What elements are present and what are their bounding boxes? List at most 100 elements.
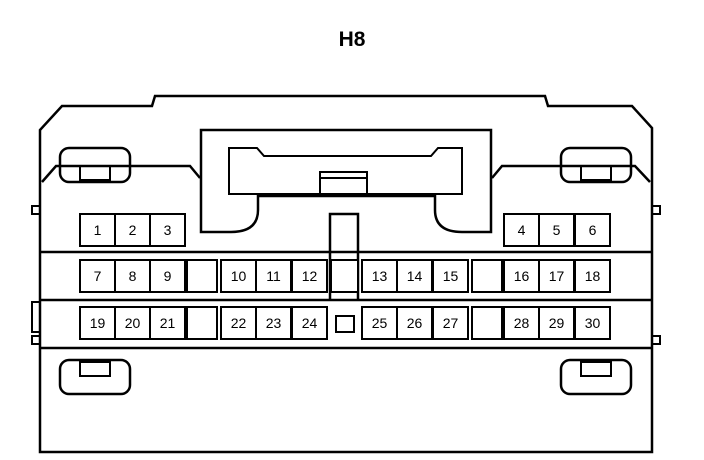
pin-number: 4 bbox=[518, 222, 526, 238]
pin-cavity: 25 bbox=[361, 306, 398, 340]
pin-cavity: 10 bbox=[220, 259, 257, 293]
pin-number: 27 bbox=[443, 315, 459, 331]
blank-cavity bbox=[186, 306, 218, 340]
pin-number: 16 bbox=[514, 268, 530, 284]
left-small-tab-top bbox=[31, 205, 41, 215]
pin-number: 28 bbox=[514, 315, 530, 331]
pin-number: 14 bbox=[407, 268, 423, 284]
left-shoulder bbox=[41, 164, 201, 183]
left-side-tab bbox=[31, 301, 41, 333]
pin-number: 24 bbox=[302, 315, 318, 331]
top-latch-outer bbox=[199, 128, 493, 234]
pin-number: 9 bbox=[164, 268, 172, 284]
pin-cavity: 17 bbox=[538, 259, 575, 293]
pin-cavity: 16 bbox=[503, 259, 540, 293]
pin-cavity: 19 bbox=[79, 306, 116, 340]
right-small-tab-top bbox=[651, 205, 661, 215]
top-latch-inner bbox=[228, 147, 463, 195]
pin-number: 12 bbox=[302, 268, 318, 284]
pin-cavity: 9 bbox=[149, 259, 186, 293]
pin-cavity: 23 bbox=[255, 306, 292, 340]
pin-cavity: 5 bbox=[538, 213, 575, 247]
pin-number: 17 bbox=[549, 268, 565, 284]
pin-number: 23 bbox=[266, 315, 282, 331]
pin-cell bbox=[538, 306, 575, 340]
pin-cavity: 21 bbox=[149, 306, 186, 340]
corner-clip-top-right bbox=[559, 146, 633, 184]
pin-cell bbox=[503, 259, 540, 293]
pin-cell bbox=[574, 213, 611, 247]
pin-cell bbox=[291, 259, 328, 293]
pin-number: 22 bbox=[231, 315, 247, 331]
corner-clip-bottom-left bbox=[58, 358, 132, 396]
blank-cavity bbox=[471, 259, 503, 293]
pin-cavity: 27 bbox=[432, 306, 469, 340]
pin-cell bbox=[114, 306, 151, 340]
pin-number: 8 bbox=[129, 268, 137, 284]
pin-number: 3 bbox=[164, 222, 172, 238]
pin-cavity: 11 bbox=[255, 259, 292, 293]
pin-cavity: 24 bbox=[291, 306, 328, 340]
pin-cell bbox=[432, 259, 469, 293]
pin-cavity: 2 bbox=[114, 213, 151, 247]
pin-cavity: 15 bbox=[432, 259, 469, 293]
pin-number: 25 bbox=[372, 315, 388, 331]
pin-cavity: 22 bbox=[220, 306, 257, 340]
housing-outline bbox=[38, 94, 654, 454]
pin-cell bbox=[79, 306, 116, 340]
right-shoulder bbox=[491, 164, 651, 183]
right-small-tab-bottom bbox=[651, 335, 661, 345]
key-marker bbox=[335, 315, 355, 333]
corner-clip-bottom-right bbox=[559, 358, 633, 396]
pin-number: 20 bbox=[125, 315, 141, 331]
pin-number: 11 bbox=[266, 268, 281, 284]
pin-number: 5 bbox=[553, 222, 561, 238]
left-small-tab-bottom bbox=[31, 335, 41, 345]
pin-number: 21 bbox=[160, 315, 176, 331]
pin-cavity: 8 bbox=[114, 259, 151, 293]
blank-cavity bbox=[186, 259, 218, 293]
blank-cavity bbox=[330, 259, 359, 293]
connector-title: H8 bbox=[338, 28, 366, 51]
top-latch-notch bbox=[319, 171, 368, 194]
pin-cavity: 28 bbox=[503, 306, 540, 340]
pin-number: 29 bbox=[549, 315, 565, 331]
pin-number: 18 bbox=[585, 268, 601, 284]
pin-cell bbox=[538, 259, 575, 293]
pin-cavity: 26 bbox=[396, 306, 433, 340]
pin-cavity: 14 bbox=[396, 259, 433, 293]
pin-cavity: 13 bbox=[361, 259, 398, 293]
pin-number: 1 bbox=[94, 222, 102, 238]
pin-cell bbox=[361, 259, 398, 293]
pin-cell bbox=[220, 306, 257, 340]
pin-number: 2 bbox=[129, 222, 137, 238]
pin-number: 15 bbox=[443, 268, 459, 284]
pin-cavity: 18 bbox=[574, 259, 611, 293]
pin-cavity: 1 bbox=[79, 213, 116, 247]
pin-cell bbox=[149, 213, 186, 247]
pin-cavity: 30 bbox=[574, 306, 611, 340]
pin-cell bbox=[291, 306, 328, 340]
corner-clip-top-left bbox=[58, 146, 132, 184]
pin-cell bbox=[361, 306, 398, 340]
blank-cavity bbox=[471, 306, 503, 340]
pin-cavity: 20 bbox=[114, 306, 151, 340]
pin-number: 7 bbox=[94, 268, 102, 284]
pin-cell bbox=[574, 306, 611, 340]
pin-cavity: 4 bbox=[503, 213, 540, 247]
pin-cavity: 12 bbox=[291, 259, 328, 293]
pin-cell bbox=[79, 213, 116, 247]
pin-number: 10 bbox=[231, 268, 247, 284]
pin-number: 13 bbox=[372, 268, 388, 284]
pin-cell bbox=[396, 306, 433, 340]
pin-cell bbox=[149, 306, 186, 340]
pin-cavity: 3 bbox=[149, 213, 186, 247]
pin-cavity: 7 bbox=[79, 259, 116, 293]
pin-cell bbox=[149, 259, 186, 293]
pin-cavity: 29 bbox=[538, 306, 575, 340]
pin-number: 26 bbox=[407, 315, 423, 331]
pin-number: 19 bbox=[90, 315, 106, 331]
pin-cavity: 6 bbox=[574, 213, 611, 247]
